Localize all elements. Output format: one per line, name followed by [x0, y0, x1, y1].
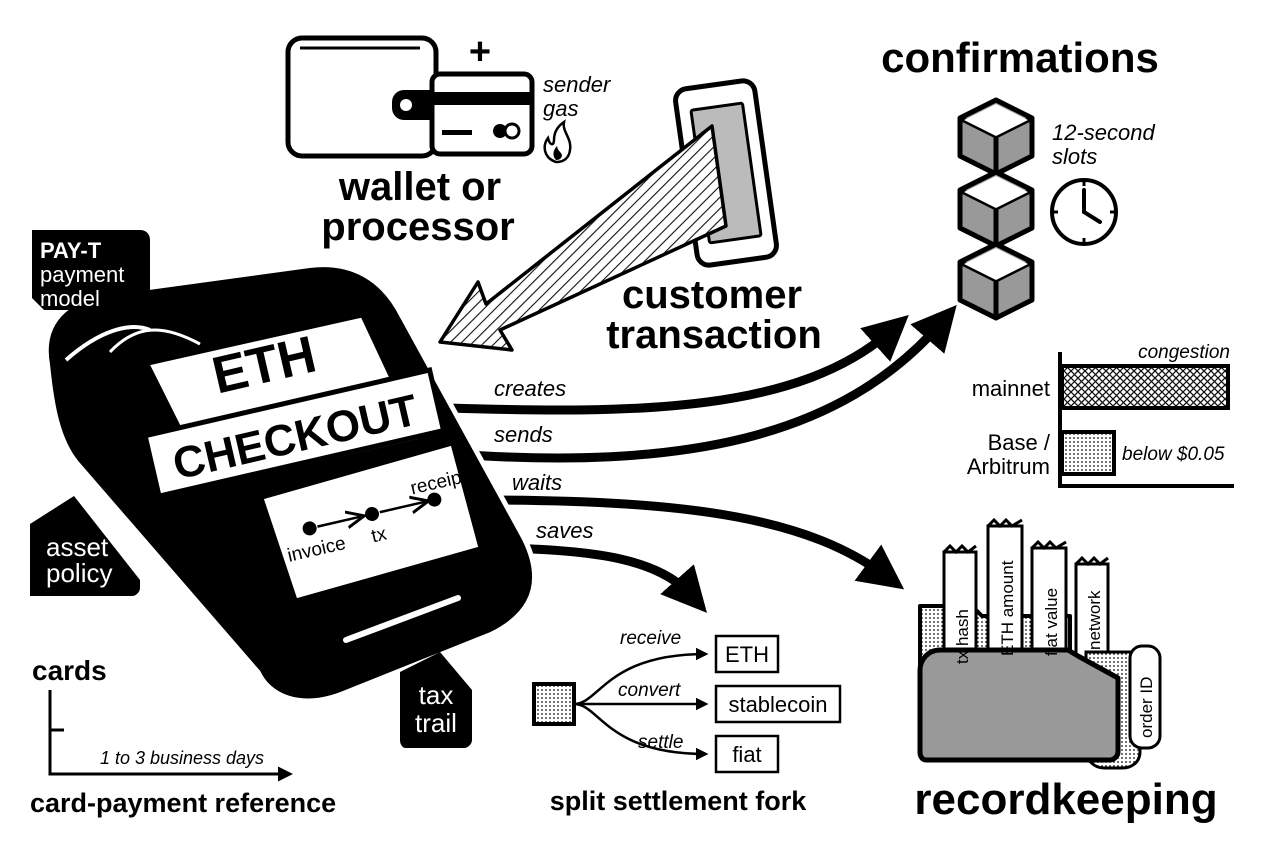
waits-label: waits [512, 470, 562, 495]
payt-label-line1: PAY-T [40, 238, 102, 263]
branch-receive: receive [620, 628, 681, 649]
fiat-result-box [714, 734, 780, 774]
tax-trail-tag [400, 652, 472, 748]
waits-arrow [479, 495, 905, 590]
records-folder-icon [917, 517, 1162, 770]
order-id-slip [1128, 644, 1162, 750]
branch-convert: convert [618, 680, 681, 701]
tax-label-line1: tax [419, 680, 454, 710]
mainnet-label: mainnet [972, 376, 1050, 401]
payt-label-line2: payment [40, 262, 124, 287]
creates-label: creates [494, 376, 566, 401]
tab-network-label: network [1085, 590, 1104, 650]
tax-label-line2: trail [415, 708, 457, 738]
sends-label: sends [494, 422, 553, 447]
customer-line2: transaction [606, 313, 822, 357]
congestion-bar-chart [1058, 352, 1234, 488]
transaction-arrow [438, 124, 728, 352]
fork-source-box [532, 682, 576, 726]
customer-line1: customer [622, 273, 802, 317]
records-title: recordkeeping [914, 775, 1217, 824]
eth-result-box [714, 634, 780, 674]
confirmations-title: confirmations [881, 34, 1159, 81]
l2-note: below $0.05 [1122, 444, 1225, 465]
payt-tag [32, 230, 150, 310]
result-fiat: fiat [732, 742, 761, 767]
asset-label-line1: asset [46, 532, 109, 562]
clock-icon [1050, 178, 1118, 246]
flow-tx: tx [369, 523, 389, 547]
sends-arrow [451, 304, 957, 463]
tab-fiat-value-label: fiat value [1042, 588, 1061, 656]
saves-arrow [499, 543, 707, 613]
tab-tx-hash-label: tx hash [953, 609, 972, 664]
l2-label-line1: Base / [988, 430, 1051, 455]
tab-eth-amount-label: ETH amount [998, 560, 1017, 656]
wallet-note-sender: sender [543, 72, 612, 97]
wallet-title-line1: wallet or [338, 165, 501, 209]
terminal-flow-panel [260, 442, 482, 602]
l2-label-line2: Arbitrum [967, 454, 1050, 479]
cards-label: cards [32, 655, 107, 686]
card-reference-label: card-payment reference [30, 788, 336, 818]
card-timeline-axis [48, 690, 293, 782]
card-duration: 1 to 3 business days [100, 748, 264, 768]
result-stablecoin: stablecoin [728, 692, 827, 717]
creates-arrow [447, 315, 909, 415]
order-id-label: order ID [1137, 677, 1156, 738]
mainnet-congestion-bar [1060, 364, 1230, 410]
wallet-plus: + [469, 31, 491, 73]
stablecoin-result-box [714, 684, 842, 724]
split-fork [532, 634, 842, 774]
saves-label: saves [536, 518, 593, 543]
slots-note-line1: 12-second [1052, 120, 1156, 145]
wallet-title-line2: processor [321, 205, 514, 249]
split-title: split settlement fork [550, 786, 808, 816]
l2-congestion-bar [1060, 430, 1116, 476]
wallet-note-gas: gas [543, 96, 578, 121]
asset-policy-tag [30, 496, 140, 596]
payt-label-line3: model [40, 286, 100, 311]
result-eth: ETH [725, 642, 769, 667]
asset-label-line2: policy [46, 558, 112, 588]
wallet-icon [285, 35, 535, 159]
block-stack-icon [957, 97, 1035, 321]
flame-icon [543, 119, 572, 164]
slots-note-line2: slots [1052, 144, 1097, 169]
congestion-label: congestion [1138, 342, 1230, 363]
branch-settle: settle [638, 732, 683, 753]
